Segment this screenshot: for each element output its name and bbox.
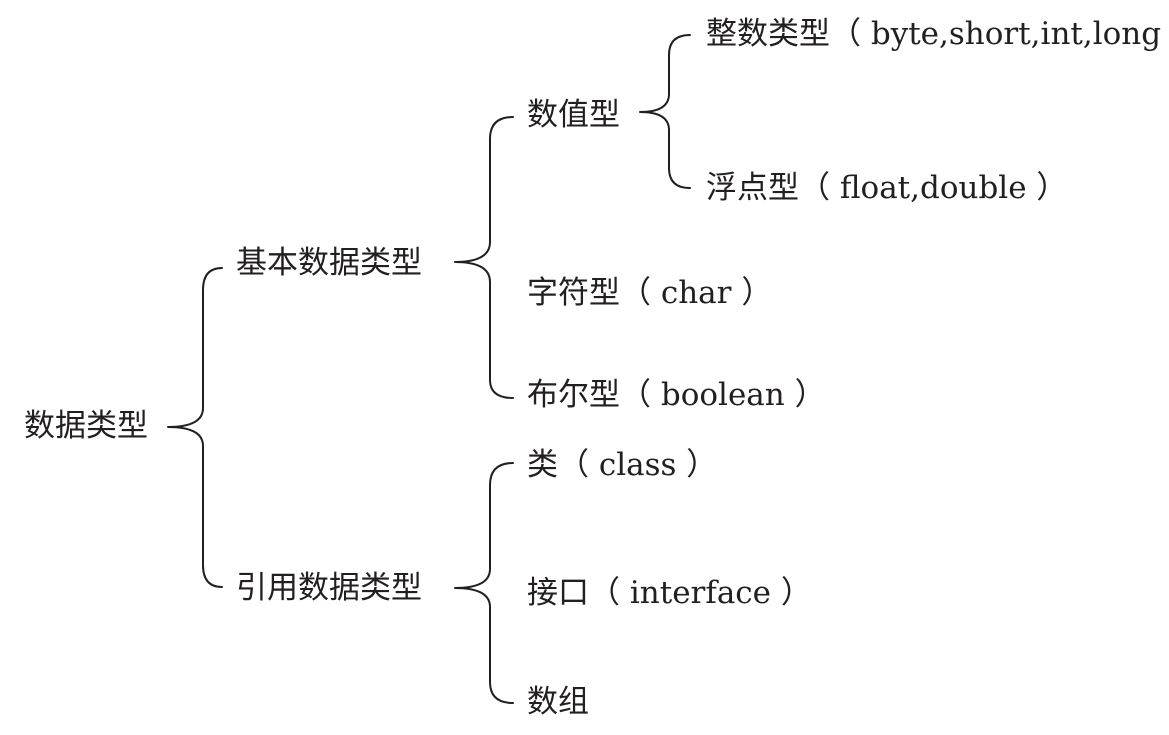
node-array: 数组 bbox=[527, 684, 589, 720]
root-brace bbox=[167, 267, 223, 588]
node-interface: 接口（ interface ） bbox=[527, 575, 812, 611]
node-boolean: 布尔型（ boolean ） bbox=[527, 377, 826, 413]
primitive-brace bbox=[454, 116, 514, 399]
node-class: 类（ class ） bbox=[527, 447, 718, 483]
node-integer: 整数类型（ byte,short,int,long ） bbox=[706, 16, 1169, 52]
numeric-brace bbox=[639, 34, 691, 189]
node-char: 字符型（ char ） bbox=[527, 275, 773, 311]
node-numeric: 数值型 bbox=[527, 97, 620, 133]
node-reference-types: 引用数据类型 bbox=[236, 570, 422, 606]
reference-brace bbox=[454, 462, 514, 704]
root-node-data-types: 数据类型 bbox=[24, 408, 148, 444]
node-floating: 浮点型（ float,double ） bbox=[706, 170, 1068, 206]
node-primitive-types: 基本数据类型 bbox=[236, 245, 422, 281]
